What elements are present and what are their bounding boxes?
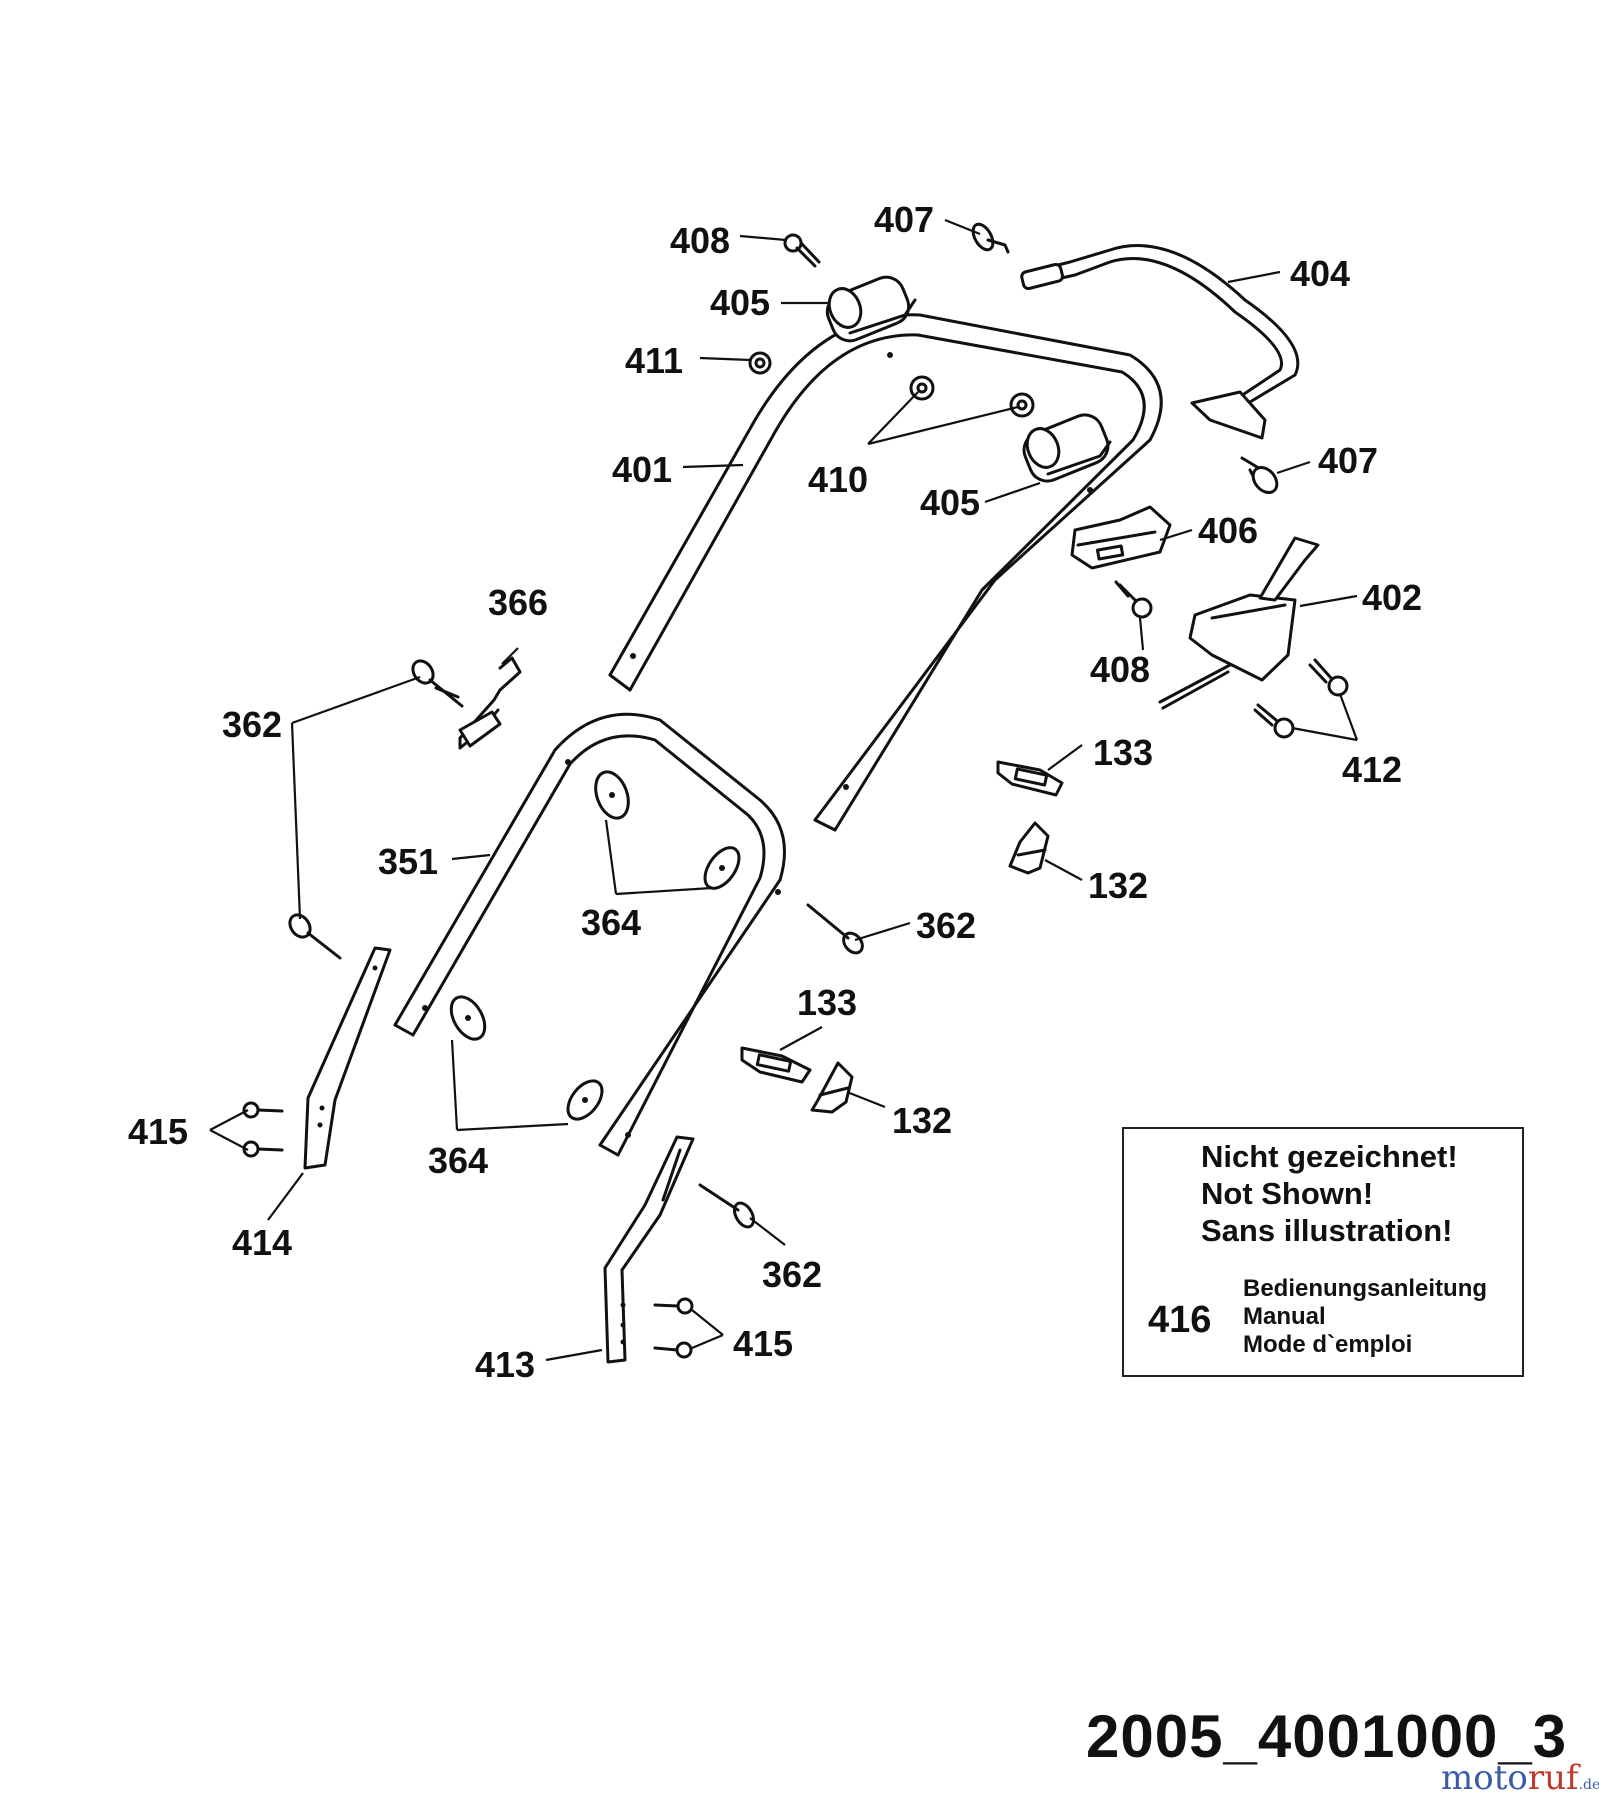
label-411: 411 bbox=[625, 340, 683, 381]
pin-407-top bbox=[971, 222, 1010, 254]
note-part-number: 416 bbox=[1148, 1299, 1212, 1341]
label-415-right: 415 bbox=[733, 1323, 793, 1364]
knob-screw-362-lower-left bbox=[288, 913, 342, 960]
wing-nut-364-d bbox=[566, 1079, 604, 1121]
bolt-415-a bbox=[242, 1101, 284, 1119]
label-401: 401 bbox=[612, 449, 672, 490]
bottom-tube-414 bbox=[303, 946, 392, 1170]
label-412: 412 bbox=[1342, 749, 1402, 790]
label-132-lower: 132 bbox=[892, 1100, 952, 1141]
label-133-lower: 133 bbox=[797, 982, 857, 1023]
label-407-right: 407 bbox=[1318, 440, 1378, 481]
note-line-english: Not Shown! bbox=[1201, 1176, 1374, 1211]
label-407-top: 407 bbox=[874, 199, 934, 240]
leader-lines bbox=[209, 218, 1359, 1362]
knob-screw-362-lower bbox=[698, 1183, 755, 1229]
note-desc-english: Manual bbox=[1243, 1303, 1326, 1330]
bolt-415-c bbox=[653, 1297, 694, 1315]
label-362-lower: 362 bbox=[762, 1254, 822, 1295]
hinge-clamp-405-top bbox=[825, 275, 917, 343]
label-405-top: 405 bbox=[710, 282, 770, 323]
knob-screw-362-upper-left bbox=[411, 659, 464, 708]
label-410: 410 bbox=[808, 459, 868, 500]
bottom-tube-413 bbox=[603, 1135, 695, 1364]
screw-412-b bbox=[1253, 703, 1295, 739]
clip-133-upper bbox=[996, 760, 1064, 797]
not-shown-note-box: Nicht gezeichnet! Not Shown! Sans illust… bbox=[1122, 1127, 1524, 1377]
wing-nut-364-b bbox=[703, 846, 741, 890]
hinge-clamp-405-mid bbox=[1022, 413, 1112, 483]
note-desc-german: Bedienungsanleitung bbox=[1243, 1275, 1488, 1302]
throttle-lever-402 bbox=[1158, 536, 1320, 710]
label-406: 406 bbox=[1198, 510, 1258, 551]
wing-nut-364-a bbox=[594, 770, 630, 820]
screw-408-top bbox=[783, 233, 821, 268]
knob-screw-362-mid bbox=[806, 903, 864, 955]
wing-nut-364-c bbox=[449, 995, 487, 1041]
watermark-logo: motoruf.de bbox=[1441, 1758, 1599, 1798]
label-405-mid: 405 bbox=[920, 482, 980, 523]
bolt-415-d bbox=[653, 1341, 693, 1359]
note-line-german: Nicht gezeichnet! bbox=[1201, 1139, 1458, 1174]
drawing-id: 2005_4001000_3 bbox=[1086, 1703, 1568, 1770]
clip-132-upper bbox=[1008, 821, 1050, 875]
note-line-french: Sans illustration! bbox=[1201, 1213, 1453, 1248]
label-362-mid: 362 bbox=[916, 905, 976, 946]
label-415-left: 415 bbox=[128, 1111, 188, 1152]
pin-407-right bbox=[1240, 456, 1279, 495]
clip-133-lower bbox=[740, 1046, 812, 1084]
label-366: 366 bbox=[488, 582, 548, 623]
screw-408-lower bbox=[1114, 580, 1153, 619]
clip-132-lower bbox=[810, 1061, 854, 1114]
watermark-part3: .de bbox=[1578, 1777, 1599, 1793]
watermark-part2: ruf bbox=[1527, 1758, 1579, 1798]
watermark-part1: moto bbox=[1441, 1758, 1528, 1798]
label-402: 402 bbox=[1362, 577, 1422, 618]
label-408-top: 408 bbox=[670, 220, 730, 261]
note-desc-french: Mode d`emploi bbox=[1243, 1331, 1413, 1358]
label-408-lower: 408 bbox=[1090, 649, 1150, 690]
label-404: 404 bbox=[1290, 253, 1350, 294]
part-labels: 408 407 404 405 411 401 410 405 407 406 … bbox=[128, 199, 1422, 1385]
label-364-upper: 364 bbox=[581, 902, 641, 943]
label-414: 414 bbox=[232, 1222, 292, 1263]
label-364-lower: 364 bbox=[428, 1140, 488, 1181]
lower-handle-351 bbox=[393, 712, 786, 1157]
switch-housing-406 bbox=[1070, 505, 1172, 570]
control-bail-404 bbox=[1020, 244, 1300, 440]
bolt-415-b bbox=[242, 1140, 284, 1158]
label-133-upper: 133 bbox=[1093, 732, 1153, 773]
label-413: 413 bbox=[475, 1344, 535, 1385]
spring-366 bbox=[458, 656, 522, 750]
label-351: 351 bbox=[378, 841, 438, 882]
label-132-upper: 132 bbox=[1088, 865, 1148, 906]
label-362-upper-left: 362 bbox=[222, 704, 282, 745]
upper-handle-401 bbox=[608, 313, 1163, 832]
nut-411 bbox=[748, 351, 772, 375]
screw-412-a bbox=[1308, 658, 1349, 697]
nut-410-b bbox=[1009, 392, 1035, 418]
